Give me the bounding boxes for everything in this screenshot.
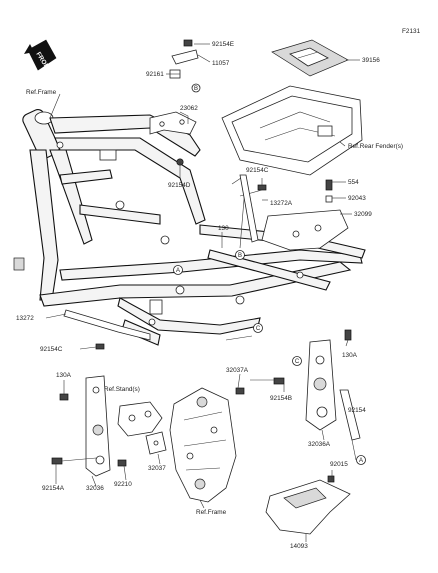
ref-rear-fender: Ref.Rear Fender(s) [348, 143, 403, 150]
part-label: 92154C [246, 167, 269, 174]
bracket-32099 [261, 209, 349, 251]
bracket-32036A [250, 329, 361, 441]
part-label: 32036 [86, 485, 104, 492]
part-label: 92161 [146, 71, 164, 78]
leader-lines [45, 43, 360, 542]
svg-text:A: A [176, 268, 180, 274]
svg-text:B: B [238, 253, 242, 259]
front-arrow-icon: FRONT [24, 39, 57, 74]
part-label: 92015 [330, 461, 348, 468]
part-label: 92154B [270, 395, 292, 402]
stay-13272 [63, 309, 151, 341]
part-label: 130A [342, 352, 358, 359]
cover-14093 [265, 475, 351, 535]
rear-fender-tray [221, 85, 363, 176]
svg-text:B: B [194, 86, 198, 92]
part-label: 32036A [308, 441, 331, 448]
part-label: 92154D [168, 182, 191, 189]
ref-frame-top: Ref.Frame [26, 89, 57, 96]
part-label: 13272 [16, 315, 34, 322]
callout-C-right: C [292, 356, 302, 366]
svg-text:C: C [295, 359, 300, 365]
part-label: 130A [56, 372, 72, 379]
plate-32037A [169, 387, 245, 503]
part-label: 32099 [354, 211, 372, 218]
bracket-23062 [149, 111, 197, 166]
callout-A-mid: A [173, 265, 183, 275]
mat-39156 [271, 39, 349, 77]
part-label: 11057 [212, 60, 230, 67]
part-label: 130 [218, 225, 229, 232]
stay-13272A [239, 174, 259, 243]
part-label: 92043 [348, 195, 366, 202]
part-label: 92154C [40, 346, 63, 353]
callout-B-mid: B [235, 250, 245, 260]
stand-plate-32036 [51, 375, 111, 477]
ref-stand: Ref.Stand(s) [104, 386, 140, 393]
part-label: 23062 [180, 105, 198, 112]
part-label: 32037 [148, 465, 166, 472]
bracket-32037 [145, 431, 167, 455]
part-label: 92154 [348, 407, 366, 414]
part-label: 92210 [114, 481, 132, 488]
svg-text:A: A [359, 458, 363, 464]
callout-B-top [191, 83, 201, 93]
stand-ref-bracket [117, 401, 163, 467]
callout-A-bottom: A [356, 455, 366, 465]
diagram-code: F2131 [402, 28, 421, 35]
part-label: 92154E [212, 41, 234, 48]
callout-C-mid: C [253, 323, 263, 333]
ref-frame-bottom: Ref.Frame [196, 509, 227, 516]
nut-130A-left [59, 393, 69, 401]
part-label: 14093 [290, 543, 308, 550]
part-label: 32037A [226, 367, 249, 374]
clamp-11057: B [169, 39, 201, 93]
bolt-92154C [95, 343, 105, 350]
part-label: 92154A [42, 485, 65, 492]
svg-text:C: C [256, 326, 261, 332]
part-label: 39156 [362, 57, 380, 64]
part-label: 13272A [270, 200, 293, 207]
part-label: 554 [348, 179, 359, 186]
